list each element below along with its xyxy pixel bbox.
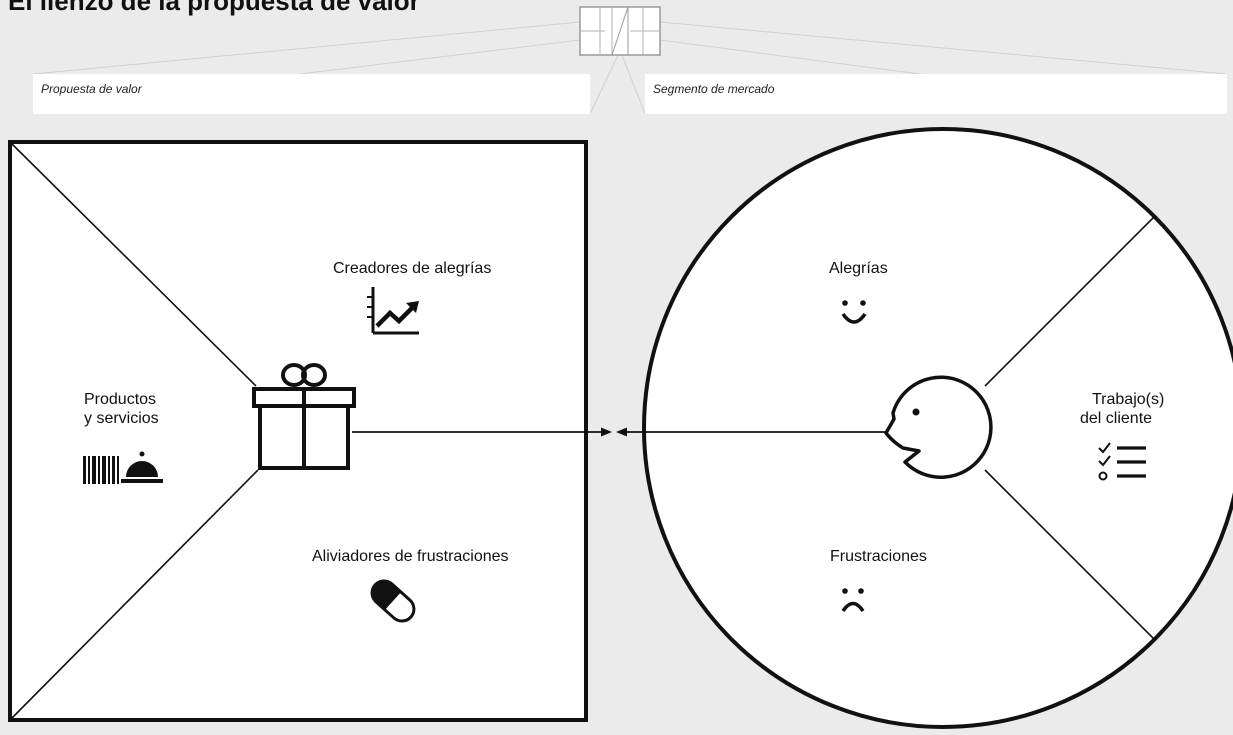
- customer-face-icon: [884, 375, 993, 479]
- gains-label: Alegrías: [829, 260, 888, 277]
- products-services-label-line2: y servicios: [84, 410, 159, 427]
- barcode-cloche-icon: [83, 451, 163, 484]
- smile-icon: [841, 300, 867, 324]
- checklist-icon: [1098, 442, 1146, 481]
- customer-segment-field[interactable]: Segmento de mercado: [645, 74, 1227, 114]
- rising-chart-icon: [367, 287, 419, 335]
- gain-creators-label: Creadores de alegrías: [333, 260, 492, 277]
- fit-arrows: [352, 427, 886, 437]
- customer-jobs-label-line1: Trabajo(s): [1092, 391, 1165, 408]
- pain-relievers-label: Aliviadores de frustraciones: [312, 548, 509, 565]
- products-services-label-line1: Productos: [84, 391, 157, 408]
- connector-lines: [32, 6, 1228, 115]
- pill-icon: [370, 579, 416, 623]
- customer-jobs-label-line2: del cliente: [1080, 410, 1153, 427]
- page-title: El lienzo de la propuesta de valor: [8, 0, 420, 16]
- frown-icon: [841, 588, 865, 613]
- gift-icon: [252, 363, 356, 470]
- canvas-thumbnail-icon: [579, 6, 661, 56]
- pains-label: Frustraciones: [830, 548, 927, 565]
- value-proposition-field[interactable]: Propuesta de valor: [33, 74, 590, 114]
